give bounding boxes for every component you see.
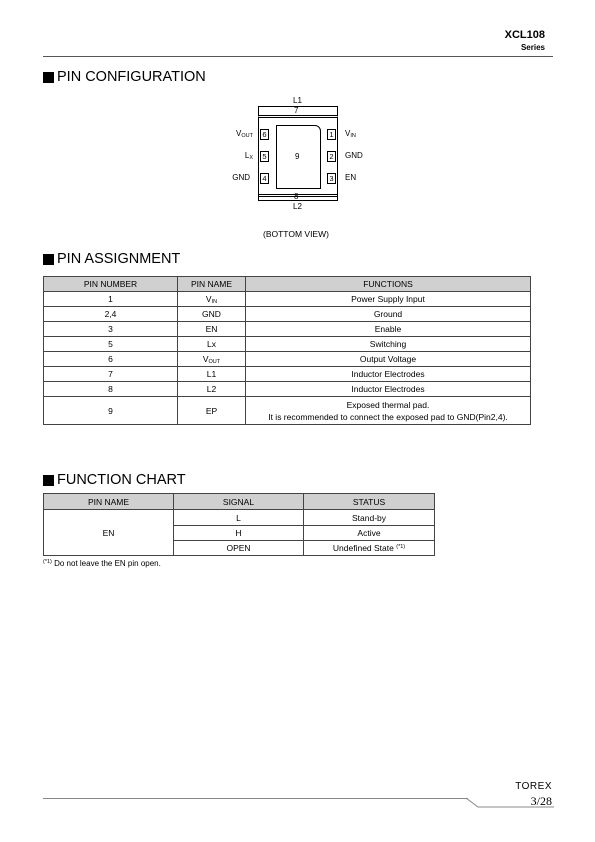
pin-assignment-table: PIN NUMBER PIN NAME FUNCTIONS 1 VIN Powe…	[43, 276, 531, 425]
table-row: OPEN Undefined State (*1)	[44, 540, 435, 556]
function-cell: Output Voltage	[245, 351, 531, 367]
table-row: 8 L2 Inductor Electrodes	[43, 381, 531, 397]
pin-name-cell: EP	[177, 396, 246, 425]
pin-name-vin: VIN	[345, 129, 356, 139]
function-cell: Ground	[245, 306, 531, 322]
table-header-row: PIN NUMBER PIN NAME FUNCTIONS	[43, 276, 531, 292]
function-cell: Power Supply Input	[245, 291, 531, 307]
pin-name-gnd-right: GND	[345, 151, 363, 160]
square-bullet-icon	[43, 71, 54, 83]
pin-number-cell: 9	[43, 396, 178, 425]
section-title-pin-assignment: PIN ASSIGNMENT	[43, 251, 180, 267]
column-header: SIGNAL	[173, 493, 304, 510]
section-title-function-chart: FUNCTION CHART	[43, 472, 186, 488]
pin-box-5: 5	[260, 151, 269, 162]
header-divider	[43, 56, 553, 57]
pin-number-cell: 7	[43, 366, 178, 382]
pin-name-cell: EN	[43, 509, 174, 556]
pin-box-4: 4	[260, 173, 269, 184]
function-cell: Enable	[245, 321, 531, 337]
pin-name-cell: GND	[177, 306, 246, 322]
status-cell: Stand-by	[303, 509, 435, 526]
bottom-view-caption: (BOTTOM VIEW)	[263, 229, 329, 239]
table-header-row: PIN NAME SIGNAL STATUS	[43, 493, 435, 510]
pin-number-cell: 2,4	[43, 306, 178, 322]
footer-divider	[43, 798, 468, 799]
function-cell: Exposed thermal pad. It is recommended t…	[245, 396, 531, 425]
document-subtitle: Series	[520, 43, 545, 52]
function-cell: Inductor Electrodes	[245, 381, 531, 397]
column-header: PIN NUMBER	[43, 276, 178, 292]
pin-number-9: 9	[295, 152, 300, 161]
column-header: PIN NAME	[177, 276, 246, 292]
column-header: STATUS	[303, 493, 435, 510]
pin-number-cell: 3	[43, 321, 178, 337]
pin-number-7: 7	[294, 106, 299, 115]
package-diagram: L1 7 9 6 5 4 1 2 3 8 L2	[258, 95, 338, 213]
table-row: 3 EN Enable	[43, 321, 531, 337]
column-header: FUNCTIONS	[245, 276, 531, 292]
pin-name-en: EN	[345, 173, 357, 182]
electrode-top	[258, 106, 338, 116]
document-title: XCL108	[504, 29, 545, 41]
pin-box-2: 2	[327, 151, 336, 162]
page-number: 3/28	[530, 794, 552, 808]
pin-name-cell: EN	[177, 321, 246, 337]
pin-name-vout: VOUT	[236, 129, 253, 139]
function-cell: Inductor Electrodes	[245, 366, 531, 382]
table-row: 2,4 GND Ground	[43, 306, 531, 322]
pin-label-l1: L1	[293, 96, 302, 105]
pin-number-cell: 6	[43, 351, 178, 367]
table-row: EN L Stand-by	[43, 509, 435, 556]
signal-cell: L	[173, 509, 304, 526]
function-chart-footnote: (*1) Do not leave the EN pin open.	[43, 559, 161, 568]
square-bullet-icon	[43, 253, 54, 265]
function-chart-table: PIN NAME SIGNAL STATUS EN L Stand-by H A…	[43, 493, 435, 556]
footer-divider-slant	[466, 797, 554, 808]
pin-name-cell: Lx	[177, 336, 246, 352]
pin-number-cell: 8	[43, 381, 178, 397]
table-row: 9 EP Exposed thermal pad. It is recommen…	[43, 396, 531, 425]
pin-number-cell: 5	[43, 336, 178, 352]
pin-box-1: 1	[327, 129, 336, 140]
column-header: PIN NAME	[43, 493, 174, 510]
section-title-pin-configuration: PIN CONFIGURATION	[43, 69, 206, 85]
pin-name-cell: L1	[177, 366, 246, 382]
pin-name-cell: VIN	[177, 291, 246, 307]
pin-name-cell: VOUT	[177, 351, 246, 367]
pin-name-lx: LX	[244, 151, 253, 161]
table-row: 6 VOUT Output Voltage	[43, 351, 531, 367]
status-cell: Undefined State (*1)	[303, 540, 435, 556]
pin-name-gnd-left: GND	[232, 173, 250, 182]
table-row: 7 L1 Inductor Electrodes	[43, 366, 531, 382]
table-row: 5 Lx Switching	[43, 336, 531, 352]
torex-logo: TOREX	[515, 781, 552, 792]
pin-name-cell: L2	[177, 381, 246, 397]
pin-number-cell: 1	[43, 291, 178, 307]
status-cell: Active	[303, 525, 435, 541]
table-row: 1 VIN Power Supply Input	[43, 291, 531, 307]
pin-box-3: 3	[327, 173, 336, 184]
package-body	[258, 115, 338, 197]
function-cell: Switching	[245, 336, 531, 352]
pin-box-6: 6	[260, 129, 269, 140]
signal-cell: OPEN	[173, 540, 304, 556]
pin-label-l2: L2	[293, 202, 302, 211]
square-bullet-icon	[43, 474, 54, 486]
electrode-bottom	[258, 191, 338, 201]
exposed-pad	[276, 125, 321, 189]
pin-number-8: 8	[294, 192, 299, 201]
signal-cell: H	[173, 525, 304, 541]
